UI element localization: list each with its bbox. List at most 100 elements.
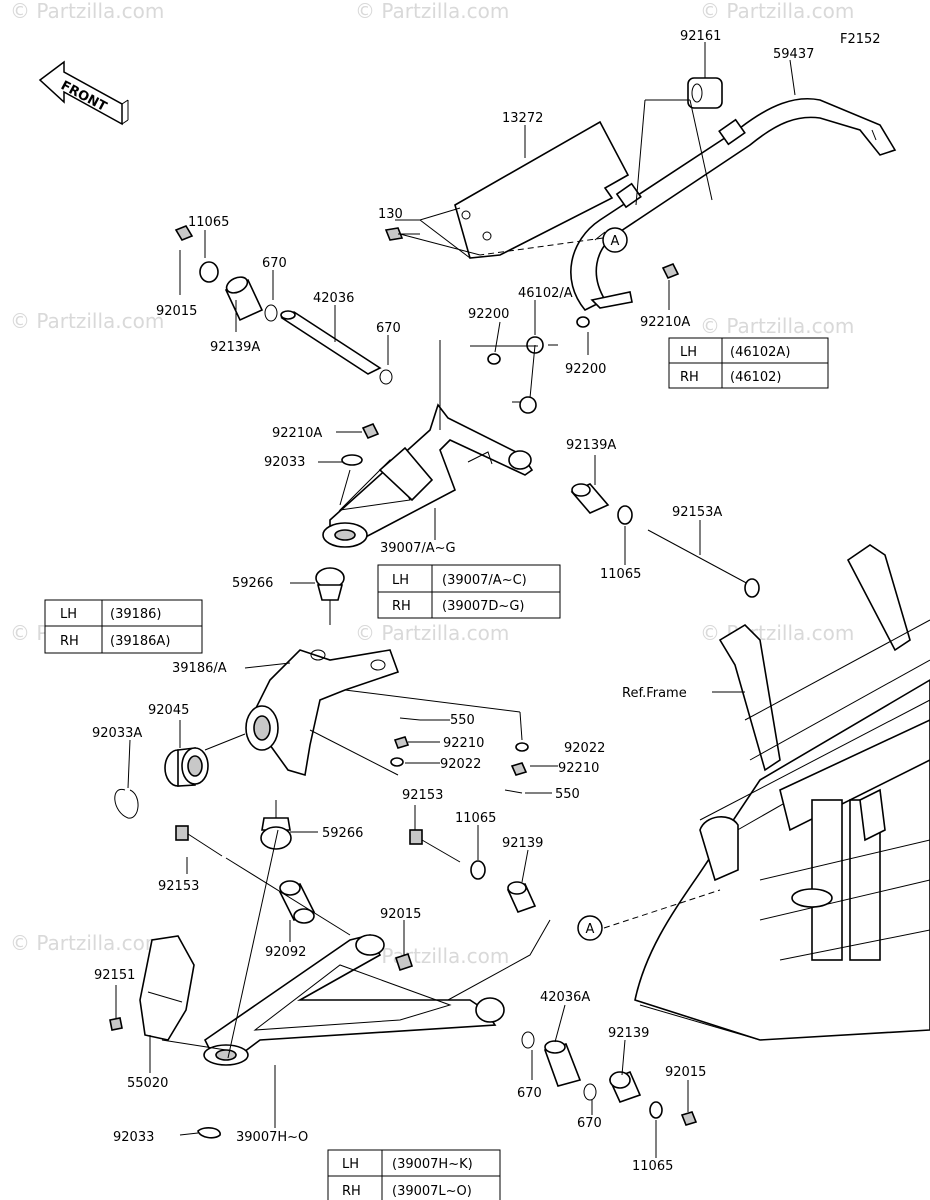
part-label[interactable]: 92139A: [210, 340, 260, 355]
part-label[interactable]: 59266: [232, 576, 273, 591]
callout-a-text: A: [611, 234, 620, 249]
part-label[interactable]: 550: [555, 787, 580, 802]
stabilizer-bar: [570, 97, 897, 311]
front-arrow-icon: FRONT: [38, 60, 129, 126]
ball-joint-upper: [315, 567, 345, 625]
table-cell: LH: [342, 1157, 359, 1172]
part-label[interactable]: 92015: [665, 1065, 706, 1080]
watermark: © Partzilla.com: [700, 314, 854, 338]
table-cell: LH: [680, 345, 697, 360]
stabilizer-link-46102: [487, 262, 680, 414]
part-label[interactable]: 39007H~O: [236, 1130, 308, 1145]
part-label[interactable]: 42036: [313, 291, 354, 306]
part-label[interactable]: 92022: [440, 757, 481, 772]
table-cell: RH: [680, 370, 699, 385]
part-label[interactable]: 39186/A: [172, 661, 227, 676]
part-label[interactable]: 670: [376, 321, 401, 336]
table-cell: RH: [60, 634, 79, 649]
part-label[interactable]: 92153: [402, 788, 443, 803]
table-cell: (46102A): [730, 345, 790, 360]
part-label[interactable]: 670: [517, 1086, 542, 1101]
table-cell: LH: [60, 607, 77, 622]
part-label[interactable]: 92139: [502, 836, 543, 851]
part-label[interactable]: 670: [262, 256, 287, 271]
lower-arm-table: LH (39007H~K) RH (39007L~O): [327, 1149, 501, 1200]
part-label[interactable]: 59437: [773, 47, 814, 62]
table-cell: (39007H~K): [392, 1157, 473, 1172]
knuckle-table: LH (39186) RH (39186A): [44, 599, 203, 654]
table-cell: (39007D~G): [442, 599, 524, 614]
part-label[interactable]: 92151: [94, 968, 135, 983]
watermark: © Partzilla.com: [355, 621, 509, 645]
part-label[interactable]: 92153A: [672, 505, 722, 520]
part-label[interactable]: 92153: [158, 879, 199, 894]
part-label[interactable]: 11065: [188, 215, 229, 230]
part-label[interactable]: 59266: [322, 826, 363, 841]
bolt-92153: [409, 829, 537, 913]
callout-a-text: A: [586, 922, 595, 937]
part-label[interactable]: 92210A: [272, 426, 322, 441]
bolt-92153-left: [175, 825, 223, 857]
part-label[interactable]: 11065: [455, 811, 496, 826]
table-cell: RH: [392, 599, 411, 614]
part-label[interactable]: 11065: [600, 567, 641, 582]
guard-55020: [109, 935, 195, 1041]
table-cell: (39007L~O): [392, 1184, 472, 1199]
ref-frame-label: Ref.Frame: [622, 686, 687, 701]
part-label[interactable]: 42036A: [540, 990, 590, 1005]
part-label[interactable]: 39007/A~G: [380, 541, 456, 556]
leader-lines: [115, 42, 796, 1158]
table-cell: LH: [392, 573, 409, 588]
part-label[interactable]: 92210: [558, 761, 599, 776]
upper-a-arm: [322, 403, 534, 548]
part-label[interactable]: 92161: [680, 29, 721, 44]
callout-a-lower: A: [577, 915, 603, 941]
table-cell: (39186A): [110, 634, 170, 649]
part-label[interactable]: 92033: [264, 455, 305, 470]
table-cell: (46102): [730, 370, 782, 385]
upper-arm-table: LH (39007/A~C) RH (39007D~G): [377, 564, 561, 619]
part-labels: 92161 59437 13272 130 11065 670 92015 92…: [92, 29, 814, 1174]
lower-pivot-parts: [197, 1031, 698, 1139]
table-cell: RH: [342, 1184, 361, 1199]
part-label[interactable]: 13272: [502, 111, 543, 126]
part-label[interactable]: 92015: [380, 907, 421, 922]
watermark: © Partzilla.com: [10, 931, 164, 955]
watermark: © Partzilla.com: [10, 0, 164, 23]
bushing-92161: [687, 77, 723, 109]
part-label[interactable]: 92200: [565, 362, 606, 377]
part-label[interactable]: 92033A: [92, 726, 142, 741]
table-cell: (39007/A~C): [442, 573, 527, 588]
bearing-92045: [114, 747, 209, 819]
bracket-13272: [454, 120, 630, 259]
part-label[interactable]: 92033: [113, 1130, 154, 1145]
ball-joint-lower: [260, 800, 292, 850]
lower-a-arm: [203, 934, 505, 1066]
part-label[interactable]: 92092: [265, 945, 306, 960]
watermark: © Partzilla.com: [355, 0, 509, 23]
part-label[interactable]: 670: [577, 1116, 602, 1131]
figure-code: F2152: [840, 32, 881, 47]
part-label[interactable]: 130: [378, 207, 403, 222]
part-label[interactable]: 55020: [127, 1076, 168, 1091]
part-label[interactable]: 92139A: [566, 438, 616, 453]
reference-frame: [634, 544, 930, 1041]
callout-a-upper: A: [602, 227, 628, 253]
part-label[interactable]: 92139: [608, 1026, 649, 1041]
part-label[interactable]: 92200: [468, 307, 509, 322]
knuckle-39186: [245, 649, 400, 777]
part-label[interactable]: 46102/A: [518, 286, 573, 301]
part-label[interactable]: 92022: [564, 741, 605, 756]
table-cell: (39186): [110, 607, 162, 622]
part-label[interactable]: 92015: [156, 304, 197, 319]
upper-pivot-parts: [174, 225, 393, 385]
part-label[interactable]: 92210A: [640, 315, 690, 330]
knuckle-hardware: [390, 717, 529, 794]
watermark: © Partzilla.com: [700, 0, 854, 23]
part-label[interactable]: 92210: [443, 736, 484, 751]
part-label[interactable]: 92045: [148, 703, 189, 718]
part-label[interactable]: 11065: [632, 1159, 673, 1174]
part-label[interactable]: 550: [450, 713, 475, 728]
